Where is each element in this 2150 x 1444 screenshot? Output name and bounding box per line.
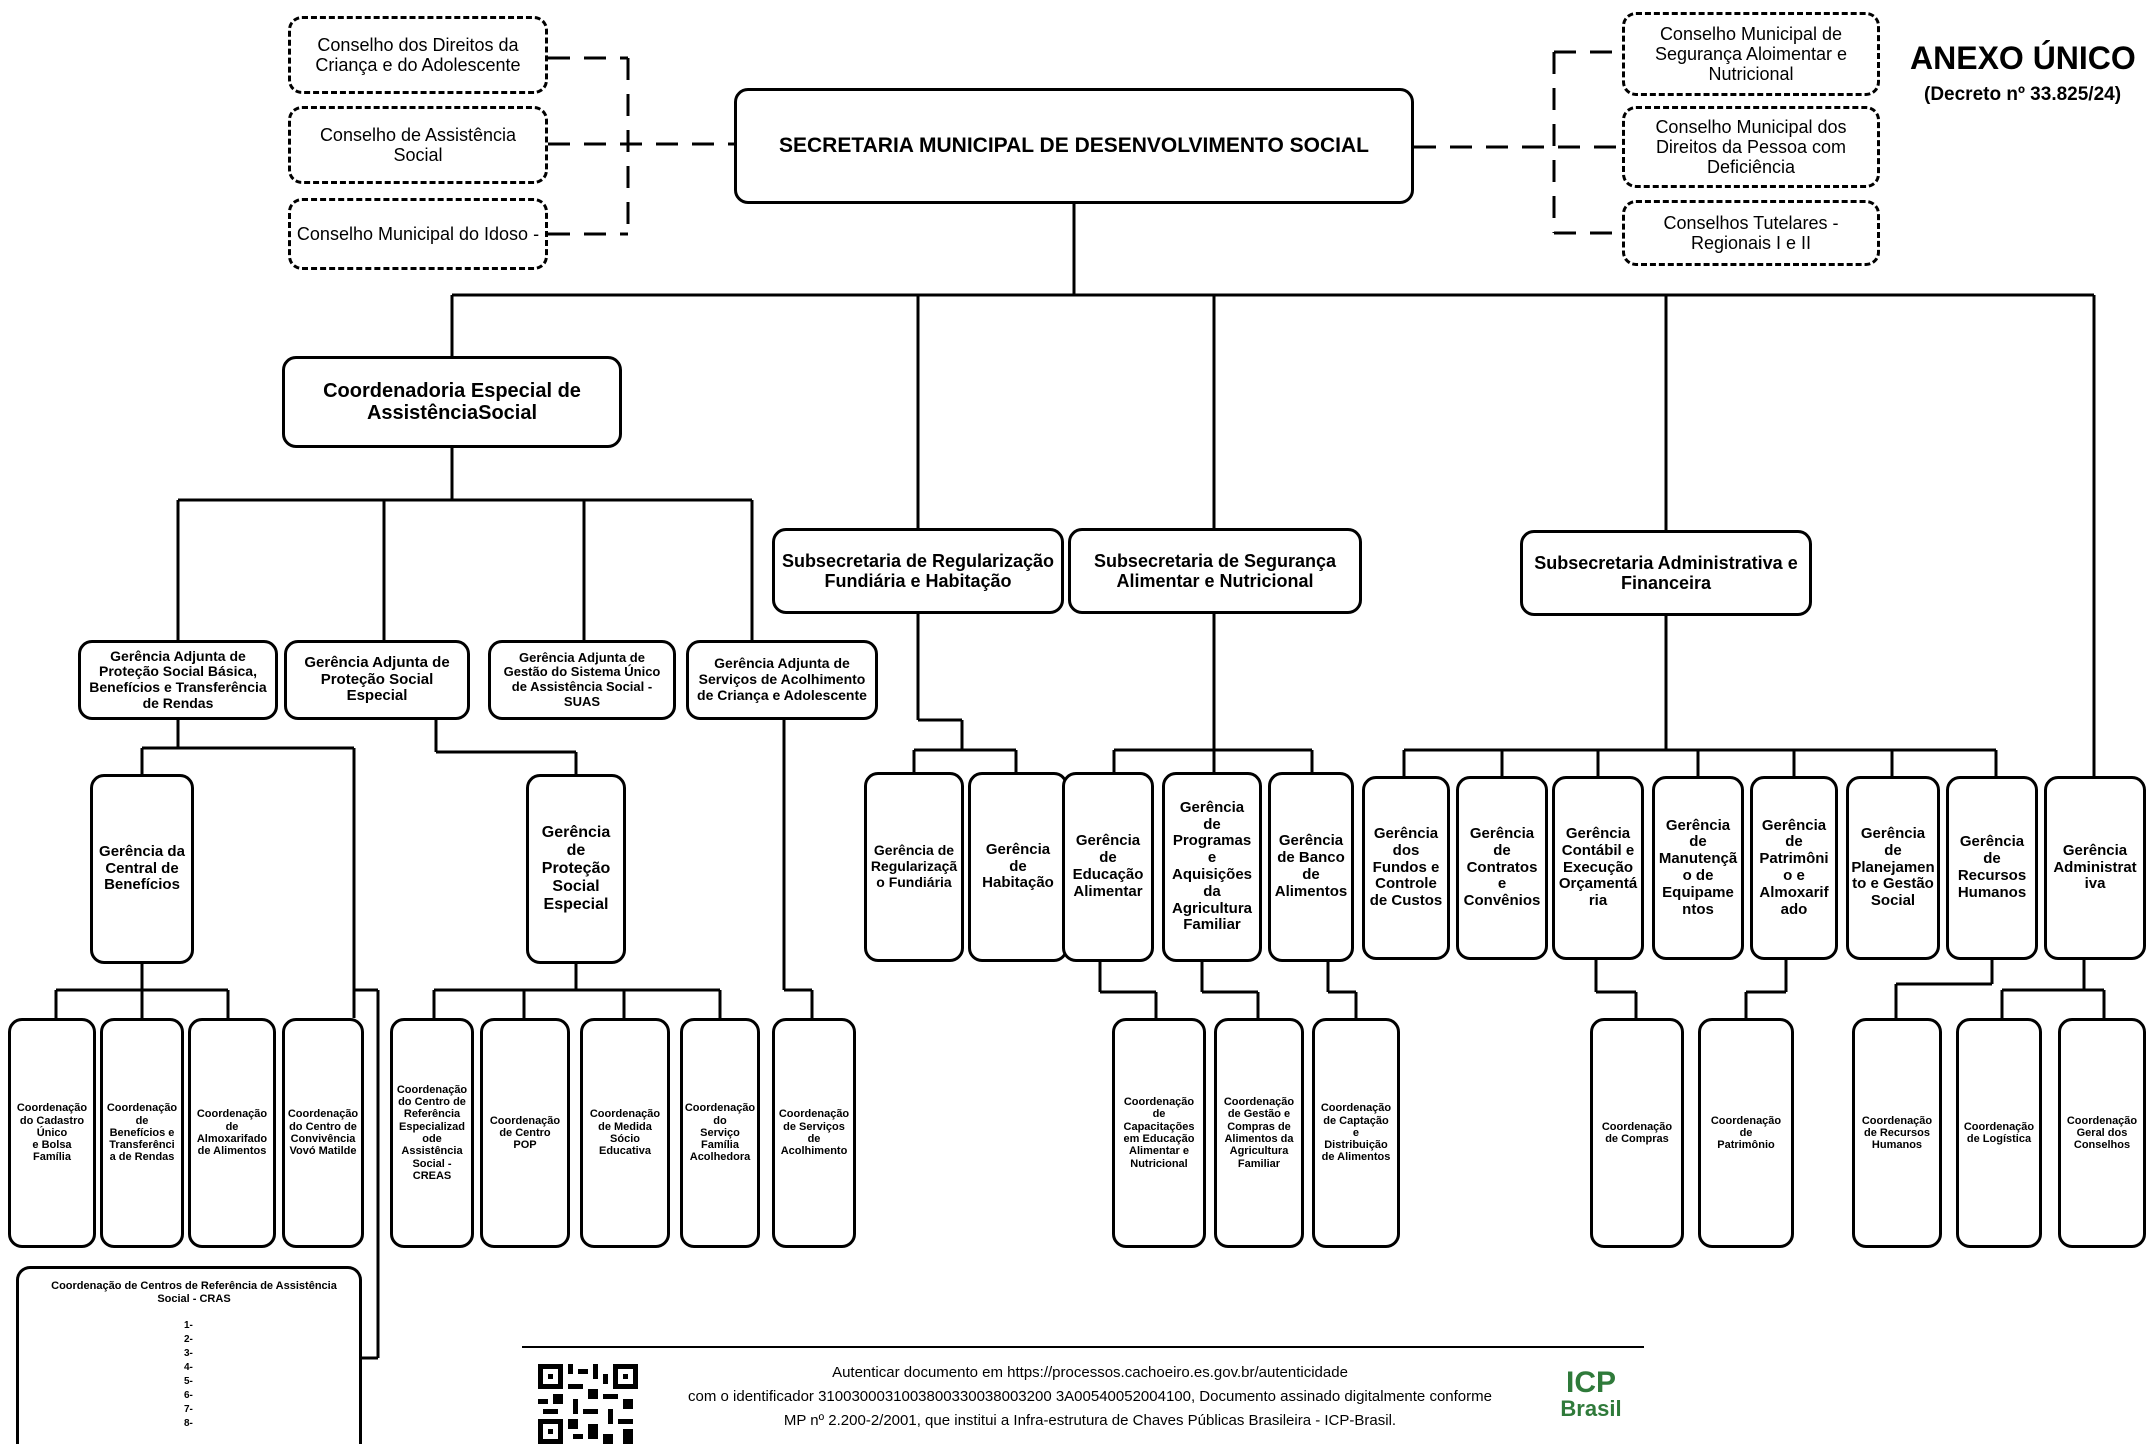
cras-item: 6- <box>184 1390 193 1401</box>
coord-compras: Coordenação de Compras <box>1590 1018 1684 1248</box>
cras-item: 3- <box>184 1348 193 1359</box>
cras-item: 7- <box>184 1404 193 1415</box>
gerencia-recursos-humanos: Gerência de Recursos Humanos <box>1946 776 2038 960</box>
gerencia-patrimonio-almoxarifado: Gerência de Patrimôni o e Almoxarif ado <box>1750 776 1838 960</box>
gerencia-fundos-custos: Gerência dos Fundos e Controle de Custos <box>1362 776 1450 960</box>
gerencia-manutencao-equipamentos: Gerência de Manutençã o de Equipame ntos <box>1652 776 1744 960</box>
subsecretaria-fundiaria-habitacao: Subsecretaria de Regularização Fundiária… <box>772 528 1064 614</box>
coord-familia-acolhedora: Coordenação do Serviço Família Acolhedor… <box>680 1018 760 1248</box>
gerencia-contratos-convenios: Gerência de Contratos e Convênios <box>1456 776 1548 960</box>
council-seguranca-alimentar: Conselho Municipal de Segurança Aloiment… <box>1622 12 1880 96</box>
adjunta-protecao-especial: Gerência Adjunta de Proteção Social Espe… <box>284 640 470 720</box>
coord-servicos-acolhimento: Coordenação de Serviços de Acolhimento <box>772 1018 856 1248</box>
icp-logo-top: ICP <box>1565 1366 1616 1399</box>
gerencia-habitacao: Gerência de Habitação <box>968 772 1068 962</box>
cras-item: 4- <box>184 1362 193 1373</box>
council-pessoa-deficiencia: Conselho Municipal dos Direitos da Pesso… <box>1622 106 1880 188</box>
adjunta-gestao-suas: Gerência Adjunta de Gestão do Sistema Ún… <box>488 640 676 720</box>
coord-gestao-compras-agricultura: Coordenação de Gestão e Compras de Alime… <box>1214 1018 1304 1248</box>
council-idoso: Conselho Municipal do Idoso - <box>288 198 548 270</box>
gerencia-contabil-orcamentaria: Gerência Contábil e Execução Orçamentá r… <box>1552 776 1644 960</box>
coord-cras-title: Coordenação de Centros de Referência de … <box>51 1280 337 1306</box>
gerencia-regularizacao-fundiaria: Gerência de Regularizaçã o Fundiária <box>864 772 964 962</box>
icp-brasil-logo: ICP Brasil <box>1556 1368 1626 1420</box>
cras-item: 2- <box>184 1334 193 1345</box>
secretaria-box: SECRETARIA MUNICIPAL DE DESENVOLVIMENTO … <box>734 88 1414 204</box>
footer-identifier: com o identificador 31003000310038003300… <box>688 1388 1492 1405</box>
footer-divider <box>522 1346 1644 1348</box>
coord-logistica: Coordenação de Logística <box>1956 1018 2042 1248</box>
coord-beneficios-transferencia: Coordenação de Benefícios e Transferênci… <box>100 1018 184 1248</box>
coord-patrimonio: Coordenação de Patrimônio <box>1698 1018 1794 1248</box>
icp-logo-bottom: Brasil <box>1560 1396 1622 1421</box>
gerencia-planejamento-gestao: Gerência de Planejamen to e Gestão Socia… <box>1846 776 1940 960</box>
footer-authenticate: Autenticar documento em https://processo… <box>832 1364 1348 1381</box>
coord-cadastro-unico: Coordenação do Cadastro Único e Bolsa Fa… <box>8 1018 96 1248</box>
coordenadoria-assistencia-social: Coordenadoria Especial de AssistênciaSoc… <box>282 356 622 448</box>
cras-item: 8- <box>184 1418 193 1429</box>
adjunta-acolhimento: Gerência Adjunta de Serviços de Acolhime… <box>686 640 878 720</box>
council-crianca-adolescente: Conselho dos Direitos da Criança e do Ad… <box>288 16 548 94</box>
coord-geral-conselhos: Coordenação Geral dos Conselhos <box>2058 1018 2146 1248</box>
cras-item: 1- <box>184 1320 193 1331</box>
gerencia-banco-alimentos: Gerência de Banco de Alimentos <box>1268 772 1354 962</box>
gerencia-protecao-especial: Gerência de Proteção Social Especial <box>526 774 626 964</box>
coord-cras-box <box>16 1266 362 1444</box>
gerencia-programas-agricultura: Gerência de Programas e Aquisições da Ag… <box>1162 772 1262 962</box>
gerencia-central-beneficios: Gerência da Central de Benefícios <box>90 774 194 964</box>
annex-title: ANEXO ÚNICO <box>1910 40 2136 76</box>
coord-capacitacoes-educacao: Coordenação de Capacitações em Educação … <box>1112 1018 1206 1248</box>
council-assistencia-social: Conselho de Assistência Social <box>288 106 548 184</box>
coord-medida-socio-educativa: Coordenação de Medida Sócio Educativa <box>580 1018 670 1248</box>
coord-captacao-distribuicao: Coordenação de Captação e Distribuição d… <box>1312 1018 1400 1248</box>
subsecretaria-administrativa: Subsecretaria Administrativa e Financeir… <box>1520 530 1812 616</box>
annex-decree: (Decreto nº 33.825/24) <box>1924 84 2122 105</box>
coord-creas: Coordenação do Centro de Referência Espe… <box>390 1018 474 1248</box>
coord-centro-pop: Coordenação de Centro POP <box>480 1018 570 1248</box>
qr-code-icon <box>538 1364 638 1444</box>
coord-convivencia-vovo-matilde: Coordenação do Centro de Convivência Vov… <box>282 1018 364 1248</box>
council-tutelares: Conselhos Tutelares - Regionais I e II <box>1622 200 1880 266</box>
subsecretaria-seguranca-alimentar: Subsecretaria de Segurança Alimentar e N… <box>1068 528 1362 614</box>
gerencia-educacao-alimentar: Gerência de Educação Alimentar <box>1062 772 1154 962</box>
adjunta-protecao-basica: Gerência Adjunta de Proteção Social Bási… <box>78 640 278 720</box>
footer-mp: MP nº 2.200-2/2001, que institui a Infra… <box>783 1412 1397 1429</box>
coord-almoxarifado-alimentos: Coordenação de Almoxarifado de Alimentos <box>188 1018 276 1248</box>
coord-recursos-humanos: Coordenação de Recursos Humanos <box>1852 1018 1942 1248</box>
cras-item: 5- <box>184 1376 193 1387</box>
gerencia-administrativa: Gerência Administrat iva <box>2044 776 2146 960</box>
